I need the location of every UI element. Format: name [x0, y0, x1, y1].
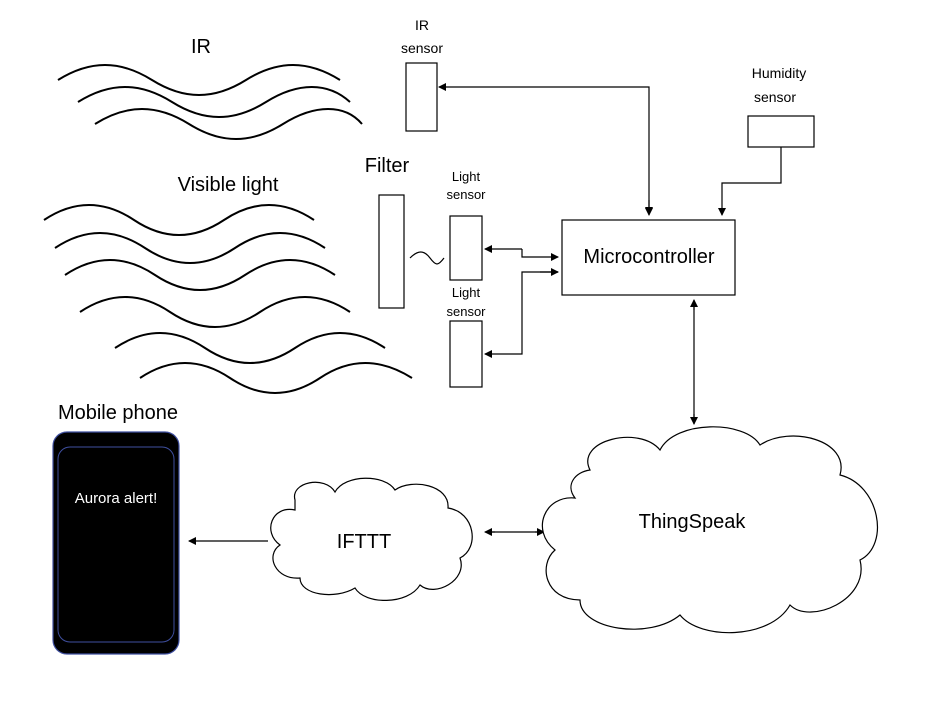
filtered-light-squiggle	[409, 251, 445, 265]
light-sensor-2-label-line1: Light	[452, 285, 481, 300]
light-sensor-1-box	[449, 215, 483, 281]
ir-label: IR	[191, 36, 211, 58]
visible-light-waves	[43, 204, 413, 394]
ir-sensor-box	[405, 62, 438, 132]
thingspeak-label: ThingSpeak	[639, 511, 747, 533]
thingspeak-cloud	[541, 426, 878, 634]
light-sensor-2-connector	[484, 271, 558, 358]
ir-sensor-connector	[438, 83, 653, 216]
ir-waves	[57, 64, 363, 140]
ifttt-cloud	[270, 477, 473, 601]
microcontroller-label: Microcontroller	[583, 246, 714, 268]
ir-sensor-label-line1: IR	[415, 17, 429, 33]
mobile-phone-screen	[57, 446, 175, 643]
mobile-phone-label: Mobile phone	[58, 402, 178, 424]
humidity-sensor-label-line1: Humidity	[752, 65, 806, 81]
visible-light-label: Visible light	[178, 174, 279, 196]
light-sensor-2-box	[449, 320, 483, 388]
light-sensor-2-label-line2: sensor	[446, 304, 486, 319]
connectors	[188, 83, 782, 545]
ifttt-label: IFTTT	[337, 531, 391, 553]
humidity-sensor-label-line2: sensor	[754, 89, 796, 105]
light-sensor-1-connector-right	[521, 249, 559, 261]
filter-label: Filter	[365, 155, 410, 177]
phone-alert-text: Aurora alert!	[75, 490, 158, 507]
humidity-sensor-box	[747, 115, 815, 148]
humidity-connector	[718, 147, 782, 216]
light-sensor-1-label-line1: Light	[452, 169, 481, 184]
filter-box	[378, 194, 405, 309]
microcontroller-box	[561, 219, 736, 296]
ir-sensor-label-line2: sensor	[401, 40, 443, 56]
light-sensor-1-label-line2: sensor	[446, 187, 486, 202]
